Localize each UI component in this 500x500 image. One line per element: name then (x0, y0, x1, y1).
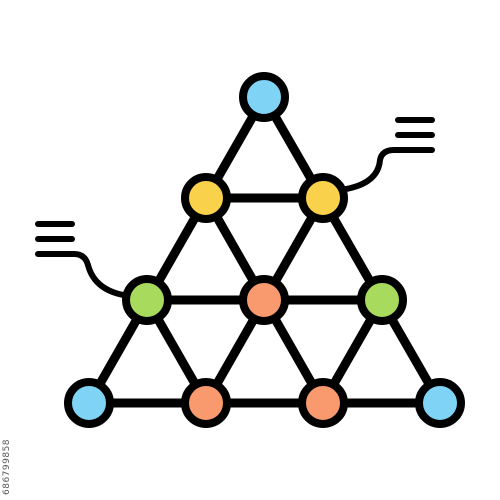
annotation-lines (35, 117, 435, 242)
network-nodes (64, 72, 465, 428)
node-circle (181, 378, 231, 428)
node-circle (298, 378, 348, 428)
network-edges (84, 92, 445, 408)
node-circle (239, 275, 289, 325)
annotation-connectors (35, 147, 435, 299)
edge (84, 92, 269, 408)
node-circle (239, 72, 289, 122)
connector-left (35, 251, 133, 299)
node-circle (357, 275, 407, 325)
node-circle (122, 275, 172, 325)
connector-right (337, 147, 435, 193)
edge (259, 92, 445, 408)
watermark-id: 686799858 (2, 438, 12, 495)
node-circle (415, 378, 465, 428)
node-circle (298, 173, 348, 223)
node-circle (64, 378, 114, 428)
node-circle (181, 173, 231, 223)
